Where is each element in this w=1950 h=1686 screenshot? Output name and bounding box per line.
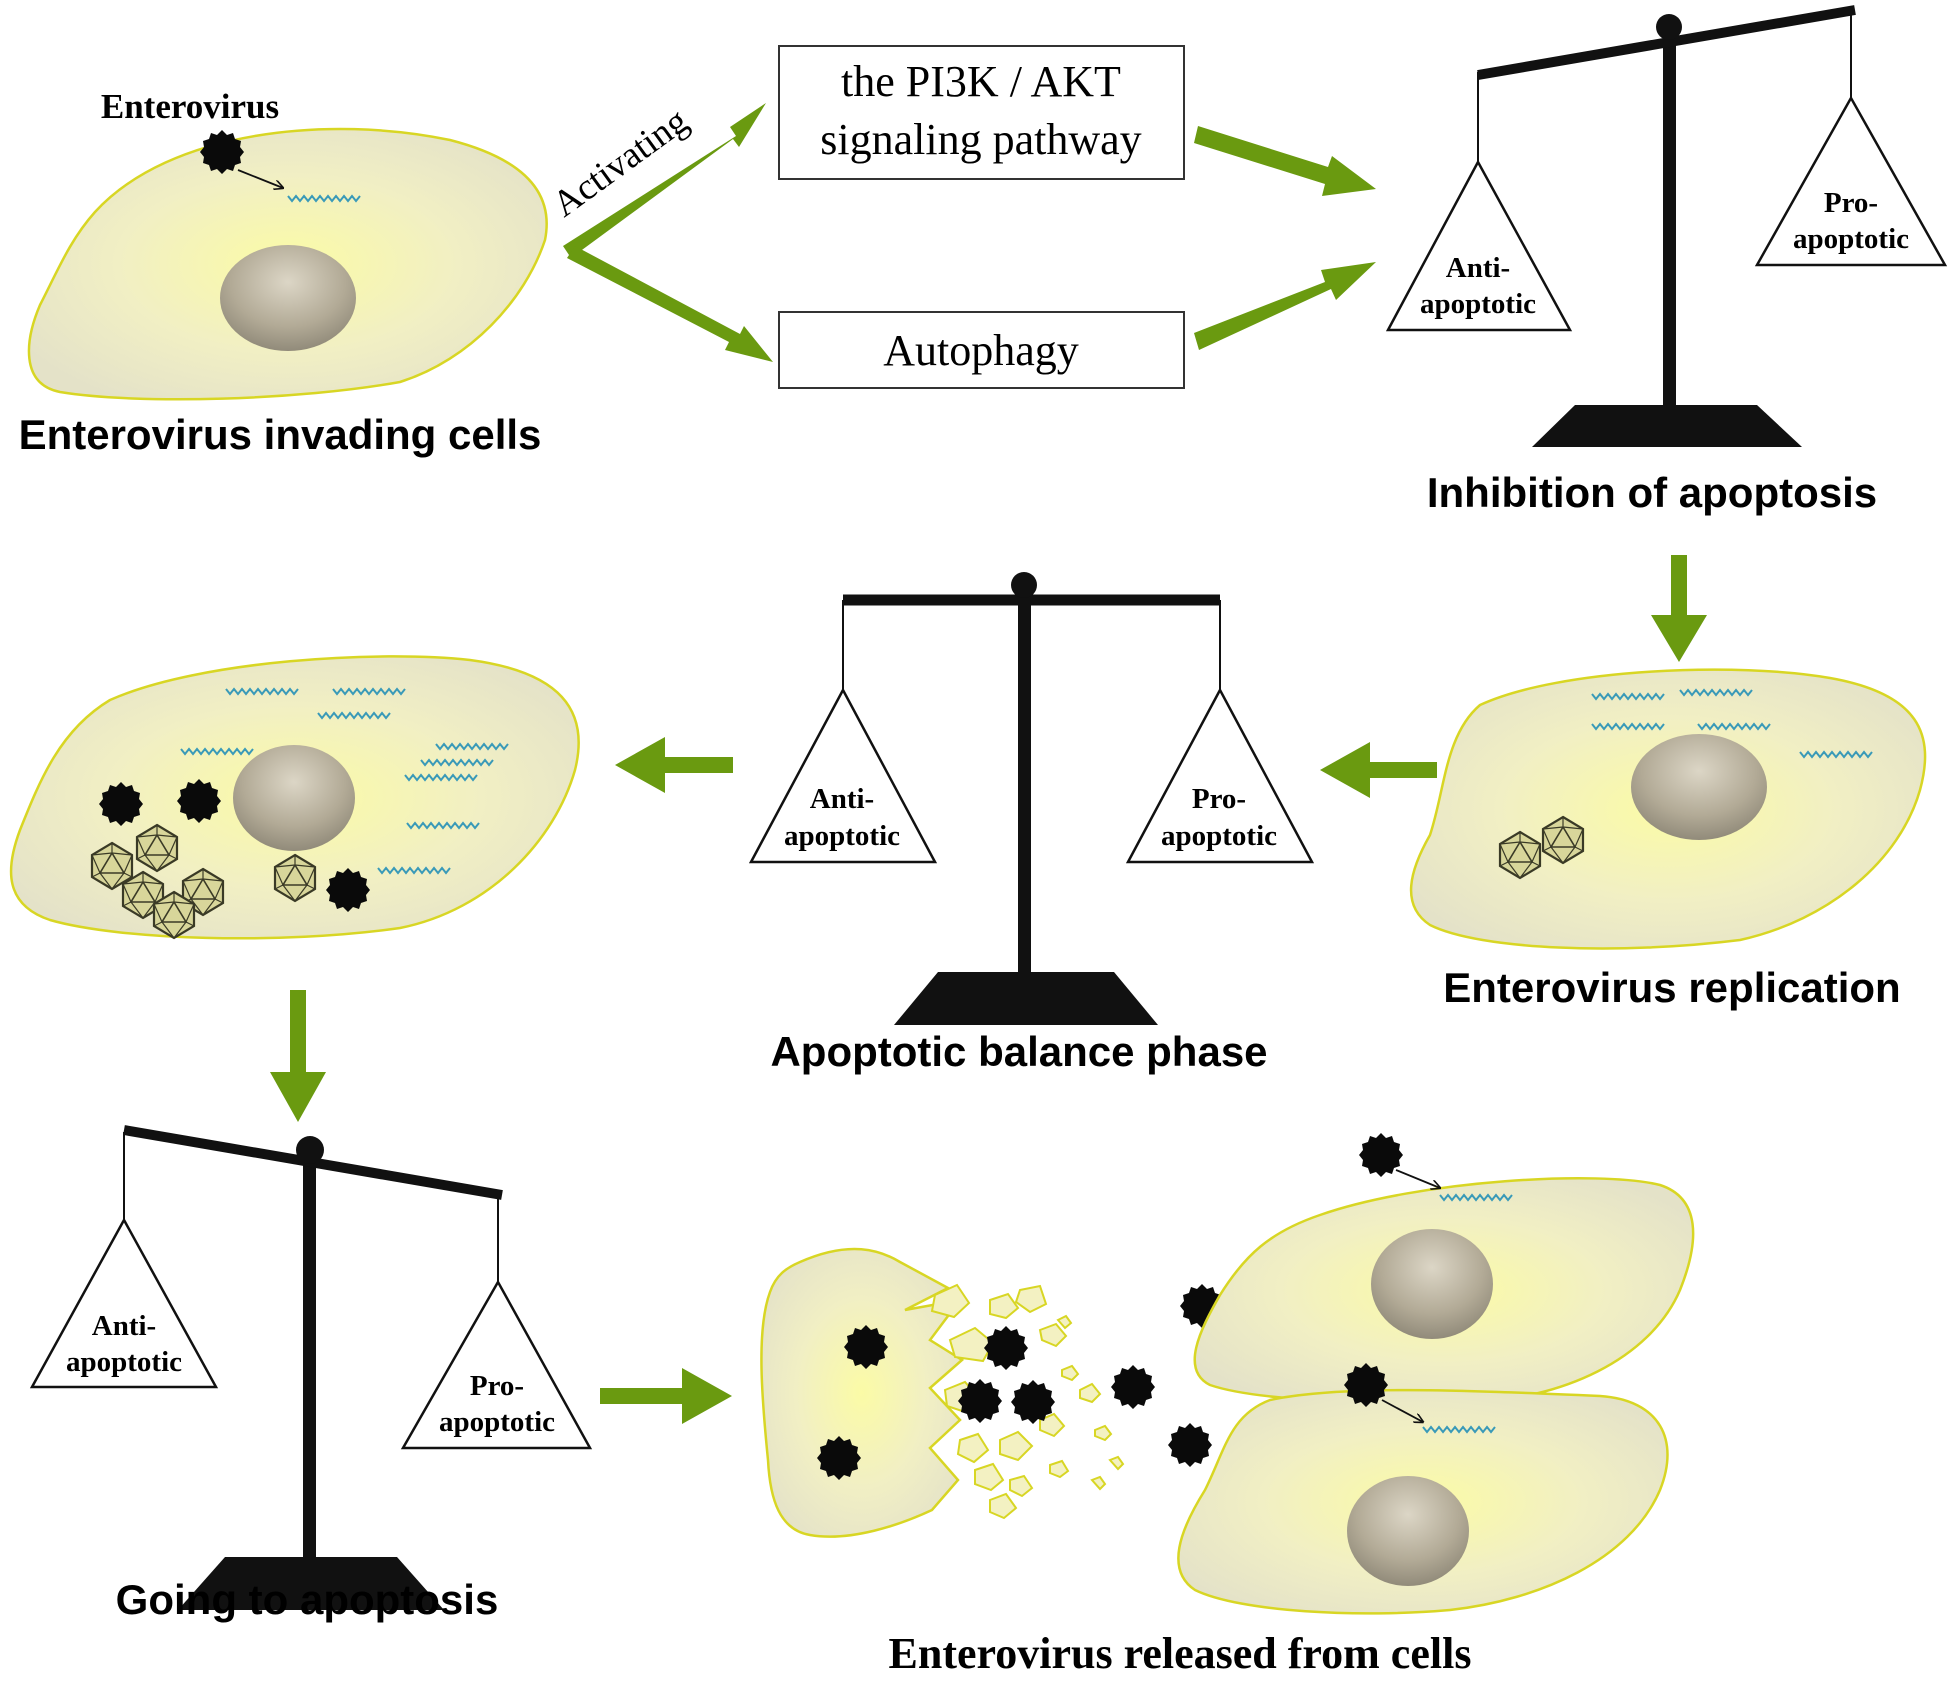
scale-apoptosis xyxy=(29,1125,593,1610)
arrow-to-full-cell xyxy=(615,737,733,793)
scale-pole xyxy=(1663,25,1676,409)
arrow-to-release xyxy=(600,1368,732,1424)
arrow-autophagy-to-scale xyxy=(1194,262,1376,350)
scale-beam xyxy=(1477,5,1856,80)
scale-base xyxy=(1532,405,1802,447)
anti-label-1: Anti- xyxy=(810,783,874,815)
invading-cell xyxy=(27,127,548,401)
pi3k-akt-box xyxy=(778,45,1185,180)
virus-particle xyxy=(984,1326,1028,1370)
nucleus xyxy=(1371,1229,1493,1339)
anti-label-1: Anti- xyxy=(92,1310,156,1342)
pi3k-line2: signaling pathway xyxy=(820,115,1141,164)
arrow-down-to-replication xyxy=(1651,555,1707,662)
virus-particle xyxy=(1111,1365,1155,1409)
new-host-cell-top xyxy=(1193,1133,1695,1404)
enterovirus-label: Enterovirus xyxy=(101,87,279,126)
pro-label-1: Pro- xyxy=(470,1370,524,1402)
arrows-to-scale xyxy=(1194,126,1376,350)
anti-apoptotic-pan xyxy=(1385,159,1573,332)
nucleus xyxy=(1347,1476,1469,1586)
going-to-apoptosis-label: Going to apoptosis xyxy=(116,1576,499,1623)
pro-apoptotic-pan xyxy=(1125,687,1315,864)
scale-balance xyxy=(748,572,1315,1025)
released-label: Enterovirus released from cells xyxy=(889,1629,1472,1678)
pro-apoptotic-pan xyxy=(400,1279,593,1450)
replication-cell xyxy=(1409,668,1927,950)
activating-arrows xyxy=(563,103,773,362)
anti-apoptotic-pan xyxy=(29,1217,219,1389)
pro-label-2: apoptotic xyxy=(1793,223,1909,255)
pro-label-2: apoptotic xyxy=(1161,820,1277,852)
arrow-pi3k-to-scale xyxy=(1194,126,1376,196)
inhibition-label: Inhibition of apoptosis xyxy=(1427,469,1877,516)
invading-cells-label: Enterovirus invading cells xyxy=(19,411,542,458)
pro-apoptotic-pan xyxy=(1754,95,1948,267)
autophagy-label: Autophagy xyxy=(883,326,1079,375)
scale-pivot xyxy=(296,1136,324,1164)
replication-label: Enterovirus replication xyxy=(1443,964,1900,1011)
anti-label-2: apoptotic xyxy=(784,820,900,852)
cell-debris xyxy=(930,1283,1125,1520)
anti-label-2: apoptotic xyxy=(1420,288,1536,320)
arrow-to-autophagy xyxy=(567,246,773,362)
balance-phase-label: Apoptotic balance phase xyxy=(770,1028,1267,1075)
scale-base xyxy=(894,972,1158,1025)
nucleus xyxy=(233,745,355,851)
arrow-to-balance xyxy=(1320,742,1437,798)
pi3k-line1: the PI3K / AKT xyxy=(841,57,1121,106)
anti-apoptotic-pan xyxy=(748,687,938,864)
scale-pivot xyxy=(1656,14,1682,40)
new-host-cell-bottom xyxy=(1177,1363,1669,1615)
autophagy-box xyxy=(778,311,1185,389)
scale-pole xyxy=(303,1155,316,1560)
arrow-down-to-apoptosis xyxy=(270,990,326,1122)
nucleus xyxy=(1631,734,1767,840)
bursting-cell xyxy=(760,1247,1224,1538)
pro-label-1: Pro- xyxy=(1192,783,1246,815)
scale-pivot xyxy=(1011,572,1037,598)
scale-inhibition xyxy=(1385,5,1948,447)
arrow-to-pi3k xyxy=(563,103,766,258)
anti-label-2: apoptotic xyxy=(66,1346,182,1378)
infected-cell xyxy=(9,655,580,940)
pro-label-1: Pro- xyxy=(1824,187,1878,219)
anti-label-1: Anti- xyxy=(1446,252,1510,284)
activating-label: Activating xyxy=(545,100,695,225)
entry-arrow xyxy=(237,169,283,188)
scale-base xyxy=(178,1557,444,1610)
scale-pole xyxy=(1018,590,1031,976)
virus-particle xyxy=(1168,1423,1212,1467)
pro-label-2: apoptotic xyxy=(439,1406,555,1438)
nucleus xyxy=(220,245,356,351)
